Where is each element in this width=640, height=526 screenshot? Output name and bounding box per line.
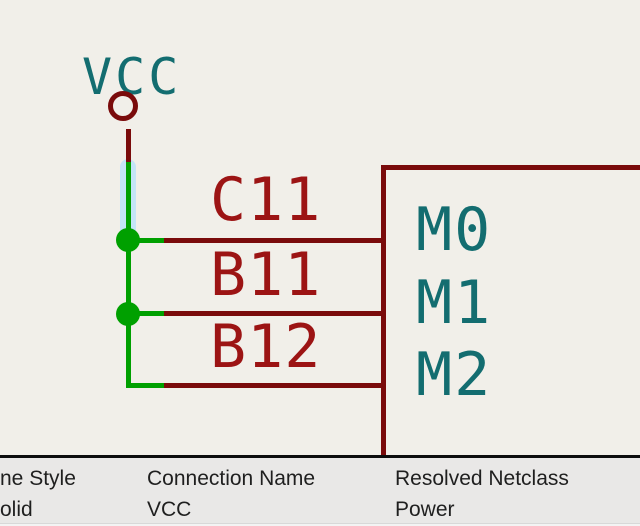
resolved-netclass-value: Power: [395, 498, 455, 521]
status-bar-bottom-strip: [0, 523, 640, 526]
pin-number-c11: C11: [210, 165, 322, 235]
line-style-label: ne Style: [0, 467, 76, 490]
pin-line-b12[interactable]: [164, 382, 384, 388]
junction-dot-2[interactable]: [116, 301, 140, 326]
schematic-canvas[interactable]: VCC C11 B11 B12 M0 M1 M2: [0, 0, 640, 455]
junction-dot-1[interactable]: [116, 228, 140, 252]
pin-line-b11[interactable]: [164, 311, 384, 316]
wire-stub-3[interactable]: [125, 382, 166, 388]
pin-number-b11: B11: [210, 240, 322, 310]
power-symbol-pin-line[interactable]: [125, 129, 131, 167]
line-style-value: olid: [0, 498, 33, 521]
pin-name-m2: M2: [416, 340, 493, 410]
wire-stub-2[interactable]: [128, 311, 166, 316]
power-symbol-circle[interactable]: [108, 91, 138, 121]
pin-line-c11[interactable]: [164, 237, 384, 243]
wire-vertical[interactable]: [125, 162, 131, 388]
pin-number-b12: B12: [210, 312, 322, 382]
pin-name-m0: M0: [416, 195, 493, 265]
resolved-netclass-label: Resolved Netclass: [395, 467, 569, 490]
wire-stub-1[interactable]: [128, 237, 166, 243]
status-bar: ne Style olid Connection Name VCC Resolv…: [0, 455, 640, 526]
connection-name-value: VCC: [147, 498, 192, 521]
component-body-outline[interactable]: [381, 165, 640, 455]
pin-name-m1: M1: [416, 268, 493, 338]
connection-name-label: Connection Name: [147, 467, 316, 490]
